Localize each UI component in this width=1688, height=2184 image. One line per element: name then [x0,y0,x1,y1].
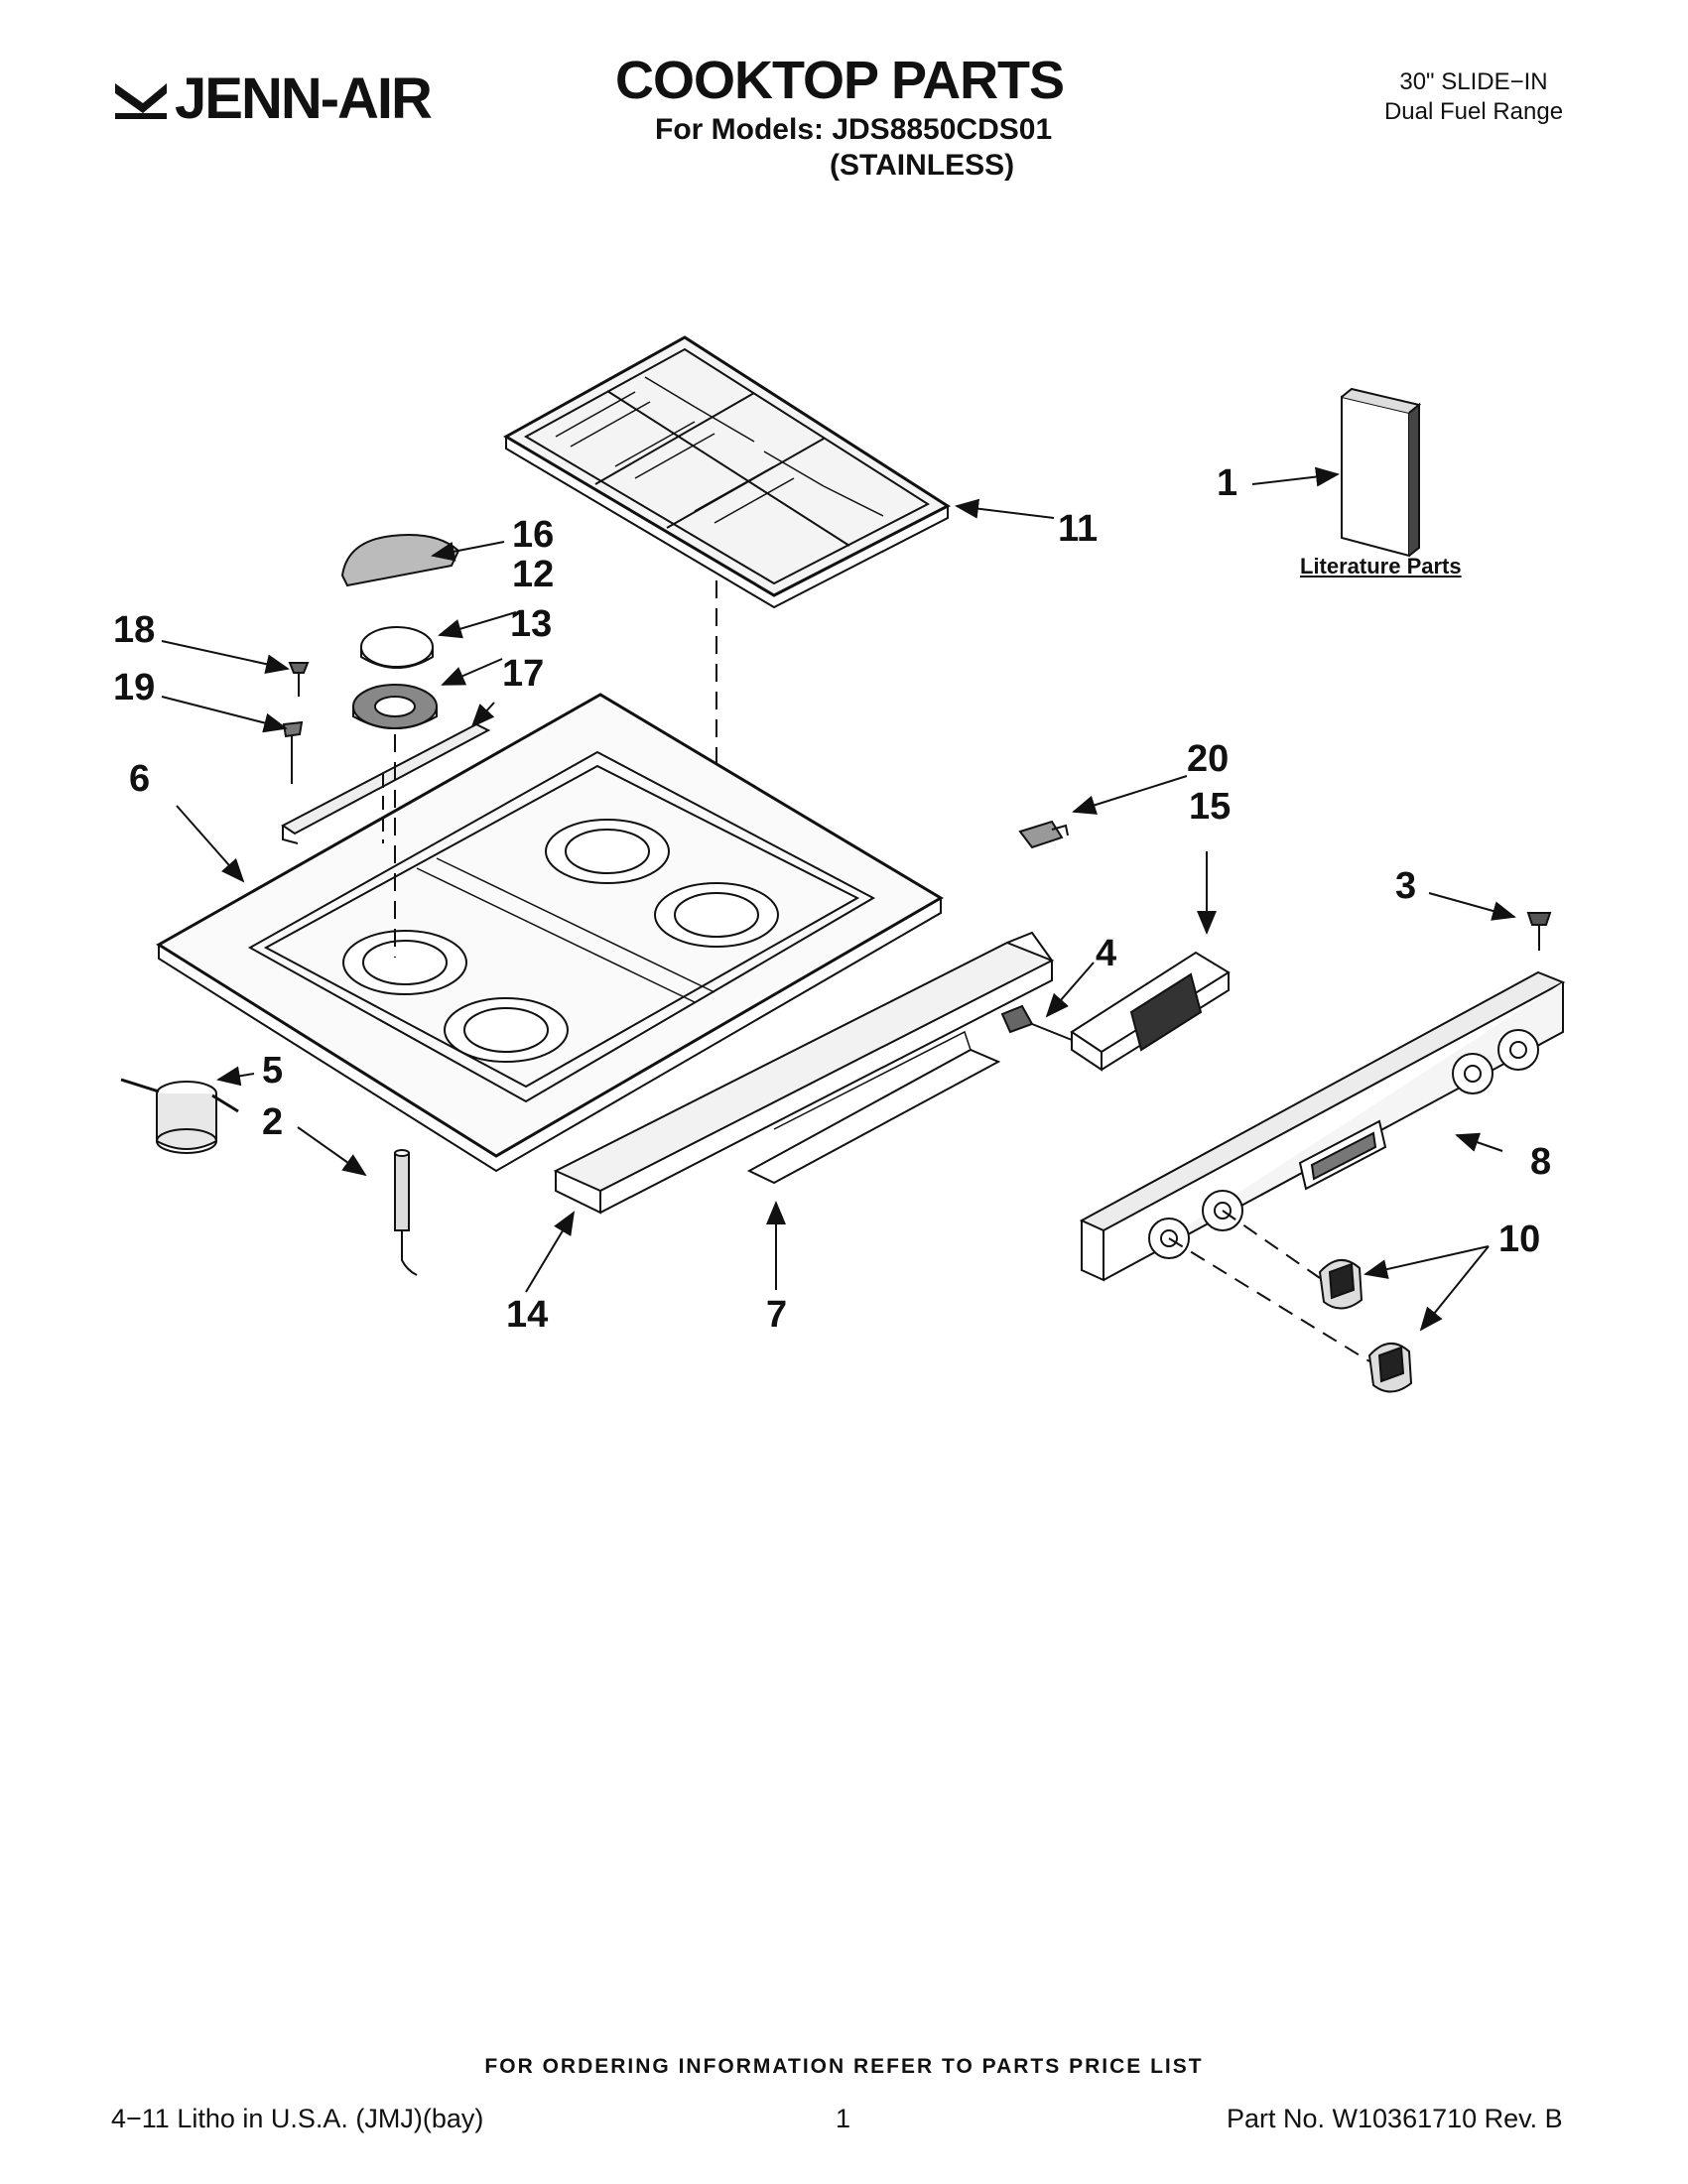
callout-6: 6 [129,758,151,800]
literature-parts-label: Literature Parts [1300,554,1462,578]
electrode-19 [282,720,304,784]
jenn-air-mark-icon [115,82,167,119]
wire-connector-4 [1000,1004,1073,1041]
range-type-line2: Dual Fuel Range [1383,98,1564,125]
callout-2: 2 [262,1101,284,1143]
brand-logo: JENN-AIR [113,65,433,132]
cooktop-main-top [156,693,944,1173]
callout-20: 20 [1187,738,1230,780]
callout-15: 15 [1189,786,1232,828]
screw-18 [288,662,310,697]
page-number: 1 [836,2104,851,2133]
page-title: COOKTOP PARTS [615,51,1065,110]
callout-7: 7 [766,1294,788,1336]
callout-10: 10 [1498,1219,1541,1260]
callout-19: 19 [113,667,156,708]
callout-8: 8 [1530,1141,1552,1183]
callout-18: 18 [113,609,156,651]
control-board-15 [1070,951,1231,1072]
screw-3 [1526,912,1552,951]
rail-14 [553,931,1055,1215]
ordering-note: FOR ORDERING INFORMATION REFER TO PARTS … [484,2055,1204,2078]
finish-label: (STAINLESS) [830,149,1015,182]
electrode-2 [394,1149,418,1276]
callout-16: 16 [512,514,555,556]
callout-5: 5 [262,1050,284,1092]
part-number: Part No. W10361710 Rev. B [1227,2104,1563,2133]
callout-4: 4 [1096,933,1117,974]
callout-14: 14 [506,1294,549,1336]
models-line: For Models: JDS8850CDS01 [655,113,1053,146]
callout-11: 11 [1058,508,1099,550]
callout-1: 1 [1217,462,1238,504]
knob-10-upper [1318,1259,1363,1310]
grate [502,335,952,609]
shield-7 [746,1048,1001,1185]
range-type-line1: 30" SLIDE−IN [1399,68,1548,95]
thermal-switch-20 [1018,820,1069,849]
burner-cap-16 [340,534,460,587]
callout-17: 17 [502,653,545,695]
callout-3: 3 [1395,865,1417,907]
igniter-switch-5 [120,1078,239,1154]
callout-leaders [161,466,1516,1332]
burner-cap-12 [360,626,434,668]
knob-10-lower [1367,1343,1413,1393]
range-type: 30" SLIDE−IN Dual Fuel Range [1360,67,1588,127]
brand-name: JENN-AIR [175,66,433,131]
callout-13: 13 [510,603,553,645]
literature-book [1341,387,1422,558]
callout-12: 12 [512,554,555,595]
control-console-8 [1079,970,1566,1282]
litho-line: 4−11 Litho in U.S.A. (JMJ)(bay) [111,2104,484,2133]
bracket-17 [281,722,491,835]
